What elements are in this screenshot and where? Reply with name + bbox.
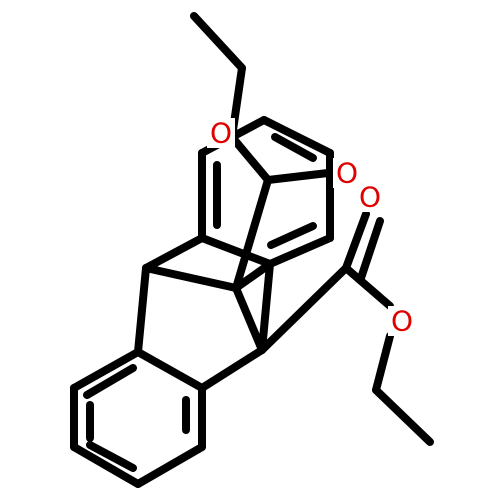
carbonyl-oxygen-top: O [336, 157, 358, 190]
carbonyl-oxygen-lower: O [359, 181, 381, 214]
ester-ether-oxygen-lower: O [391, 305, 413, 338]
lower-ester-group [258, 210, 434, 446]
lower-benzene-ring [70, 348, 206, 488]
atom-labels: O O O O [207, 117, 416, 338]
ester-ether-oxygen-top: O [210, 117, 232, 150]
bridged-core [134, 234, 274, 392]
